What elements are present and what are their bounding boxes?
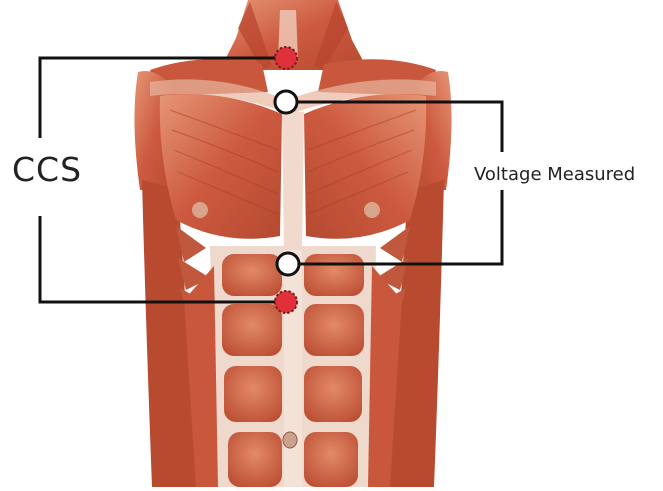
ccs-electrode-top [275,47,297,69]
voltage-measured-label: Voltage Measured [474,164,635,185]
left-nipple [192,202,208,218]
ccs-electrode-bottom [275,291,297,313]
right-pectoral [304,94,426,239]
navel [283,432,297,448]
linea-alba [284,250,302,487]
voltage-electrode-bottom [277,253,299,275]
left-pectoral [160,94,282,239]
right-nipple [364,202,380,218]
ccs-label: CCS [12,150,82,189]
voltage-electrode-top [275,91,297,113]
sternum [282,112,304,250]
